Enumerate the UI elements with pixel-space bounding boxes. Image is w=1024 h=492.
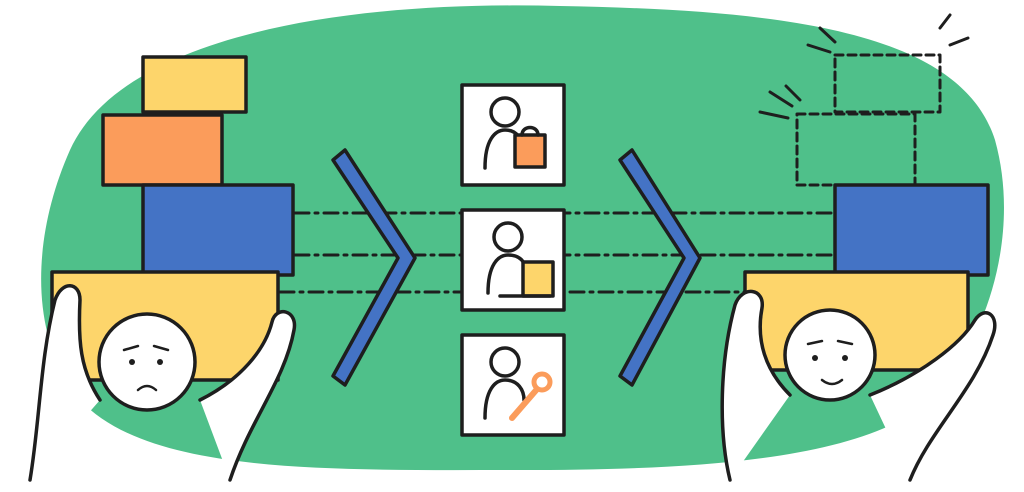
wrench-icon: [509, 385, 541, 421]
box-blue: [833, 183, 990, 277]
sparkle-lines: [758, 13, 970, 120]
card-bag: [460, 83, 566, 187]
person-head: [489, 346, 521, 378]
box-blue: [141, 183, 295, 277]
person-head: [492, 221, 524, 253]
card-wrench: [460, 333, 566, 437]
worried-face: [97, 312, 197, 412]
box-icon: [521, 260, 555, 298]
right-arm: [198, 310, 297, 482]
bag-icon: [513, 133, 547, 169]
left-arm: [720, 289, 792, 482]
chevron-left: [331, 148, 417, 387]
card-box: [460, 208, 566, 312]
left-person: [28, 284, 297, 482]
dashed-box-top: [833, 53, 942, 114]
happy-face: [783, 308, 877, 402]
box-orange: [101, 113, 224, 187]
left-arm: [28, 284, 102, 482]
right-arm: [868, 311, 997, 482]
person-head: [489, 96, 521, 128]
chevron-right: [618, 148, 702, 387]
box-yellow-small: [141, 55, 248, 114]
right-person: [720, 289, 997, 482]
